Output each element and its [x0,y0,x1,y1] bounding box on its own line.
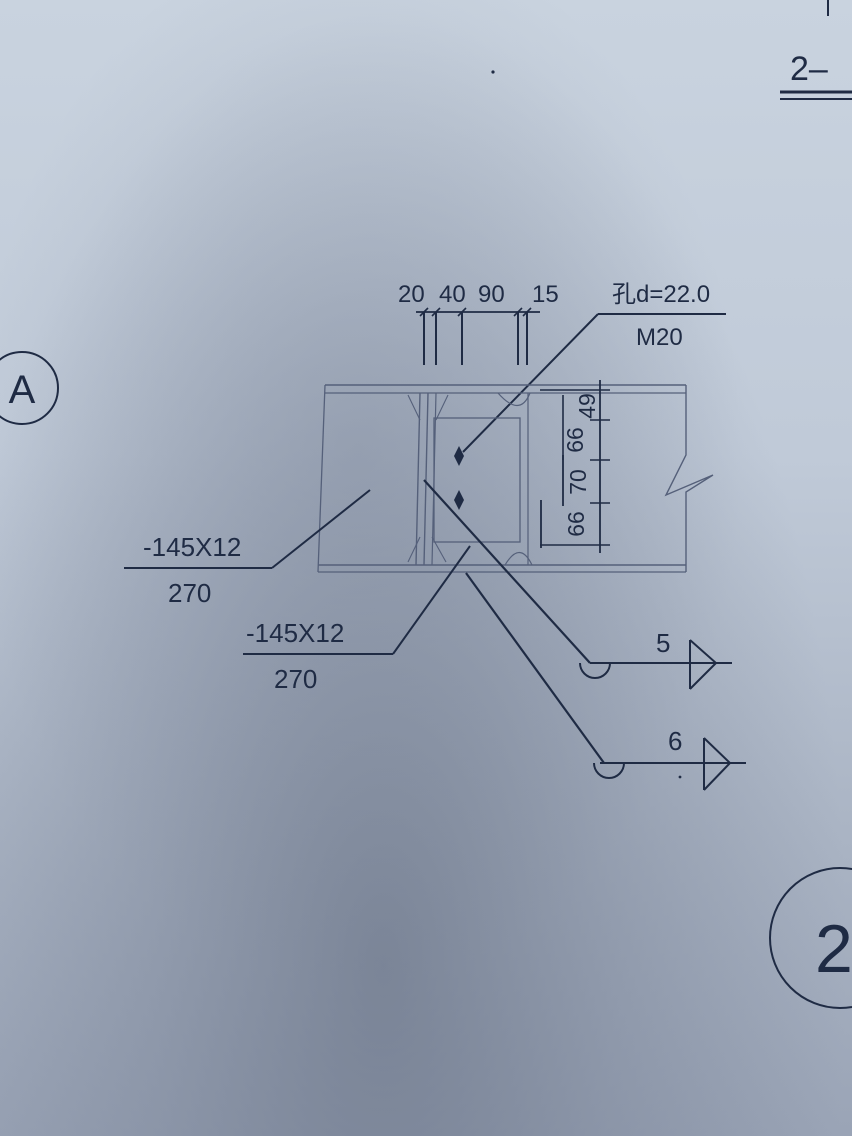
weld-5-label: 5 [656,628,670,658]
dim-right-66-top: 66 [562,427,588,453]
right-dim-chain [540,380,610,553]
sheet-ref-label: 2– [790,50,828,88]
plate-right-spec: -145X12 [246,618,344,648]
weld-6-all-round-mark [593,762,625,779]
grid-axis-bubble [0,351,59,425]
grid-axis-label: A [9,368,36,412]
bolt-marks [454,446,464,510]
dim-tick-5 [522,307,532,317]
weld-5-tail [689,639,718,690]
paper-speck-2 [678,775,682,779]
plate-right-leader [392,545,471,655]
dim-tick-1 [419,307,429,317]
dim-right-49: 49 [574,393,600,419]
weld-6-tail [703,737,732,791]
plate-left-leader [271,489,371,569]
beam-elevation [317,384,714,573]
paper-speck [491,70,495,74]
dim-tick-3 [457,307,467,317]
dim-top-15: 15 [532,281,559,308]
dim-top-90: 90 [478,281,505,308]
detail-bubble-number: 2 [815,911,852,987]
weld-5-leader [423,479,591,664]
dim-right-66-bottom: 66 [563,511,589,537]
plate-left-length: 270 [168,578,211,608]
detail-bubble [769,867,852,1009]
bolt-grade-label: M20 [636,324,683,351]
weld-6-leader [465,572,605,764]
dim-top-20: 20 [398,281,425,308]
dim-top-40: 40 [439,281,466,308]
weld-6-label: 6 [668,726,682,756]
dim-tick-2 [431,307,441,317]
bolt-hole-label: 孔d=22.0 [612,281,710,308]
dim-right-70: 70 [565,469,591,495]
plate-right-length: 270 [274,664,317,694]
dim-tick-4 [513,307,523,317]
weld-5-all-round-mark [579,662,611,679]
plate-left-spec: -145X12 [143,532,241,562]
bolt-leader-line [462,313,599,453]
